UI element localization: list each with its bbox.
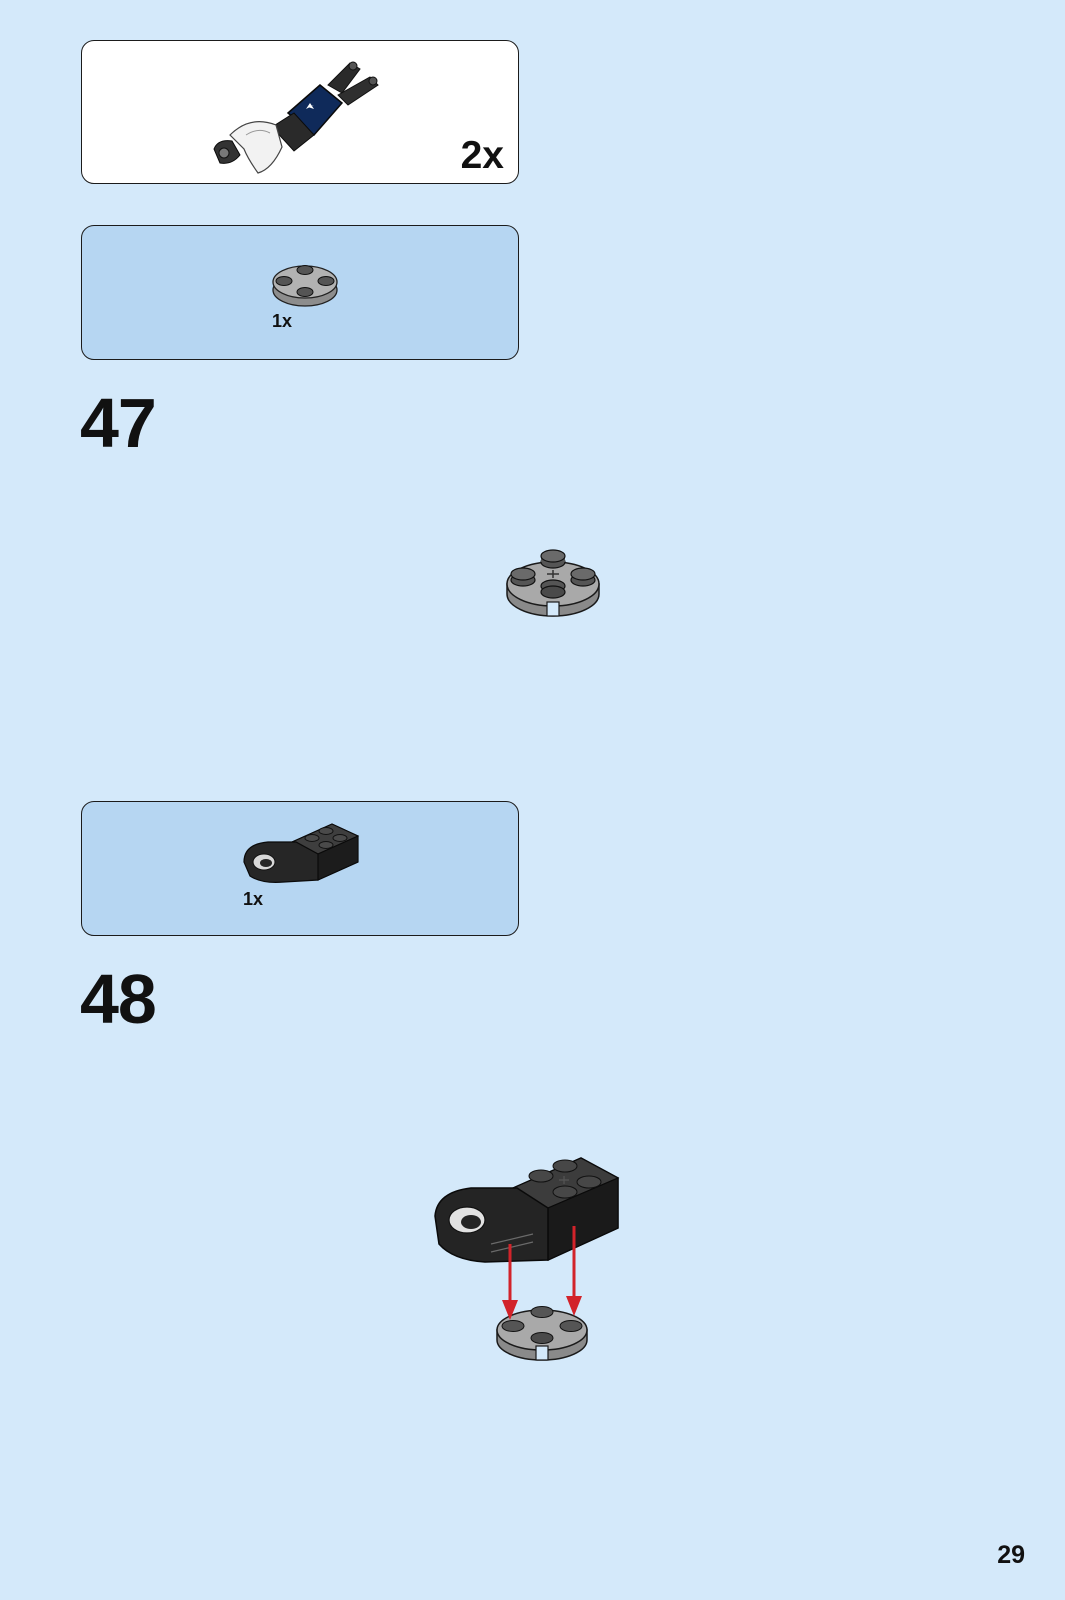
brick-onto-plate-assembly-icon [433,1148,623,1378]
completed-arm-assembly-icon [210,55,390,175]
part-quantity: 1x [272,312,292,330]
parts-list-step-47: 1x [81,225,519,360]
black-brick-with-clip-icon [240,816,360,888]
round-plate-2x2-gray-icon [503,542,603,626]
subassembly-callout: 2x [81,40,519,184]
parts-list-step-48: 1x [81,801,519,936]
part-quantity: 1x [243,890,263,908]
round-plate-2x2-gray-icon [270,254,340,310]
step-number-48: 48 [80,964,156,1034]
step-number-47: 47 [80,388,156,458]
page-number: 29 [997,1543,1025,1568]
subassembly-multiplier: 2x [461,136,504,175]
